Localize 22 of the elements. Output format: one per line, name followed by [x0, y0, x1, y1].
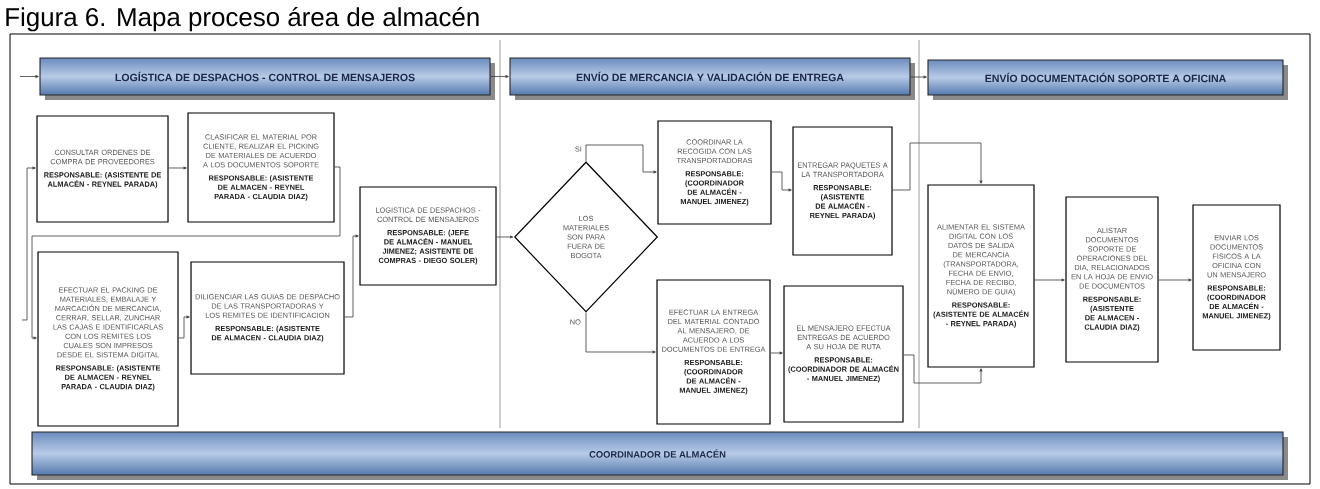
arrow	[585, 312, 656, 354]
arrow	[585, 144, 657, 174]
banner: ENVÍO DE MERCANCIA Y VALIDACIÓN DE ENTREGA	[509, 57, 915, 100]
banner: ENVÍO DOCUMENTACIÓN SOPORTE A OFICINA	[927, 59, 1288, 100]
arrow	[21, 166, 36, 321]
arrow	[496, 235, 514, 239]
arrow	[1034, 278, 1065, 282]
arrow	[31, 166, 341, 340]
arrow	[178, 315, 190, 339]
arrow	[344, 234, 359, 318]
arrow	[892, 142, 983, 191]
banner: LOGÍSTICA DE DESPACHOS - CONTROL DE MENSAJEROS	[39, 57, 495, 100]
arrow	[19, 75, 39, 78]
arrow	[771, 171, 792, 192]
arrow	[490, 75, 509, 78]
arrow	[1158, 278, 1192, 282]
title: Figura 6. Mapa proceso área de almacén	[6, 6, 479, 32]
arrow	[910, 75, 927, 79]
banner: COORDINADOR DE ALMACÉN	[31, 431, 1288, 480]
arrow	[770, 351, 783, 355]
arrow	[168, 166, 187, 170]
arrow	[903, 354, 983, 384]
